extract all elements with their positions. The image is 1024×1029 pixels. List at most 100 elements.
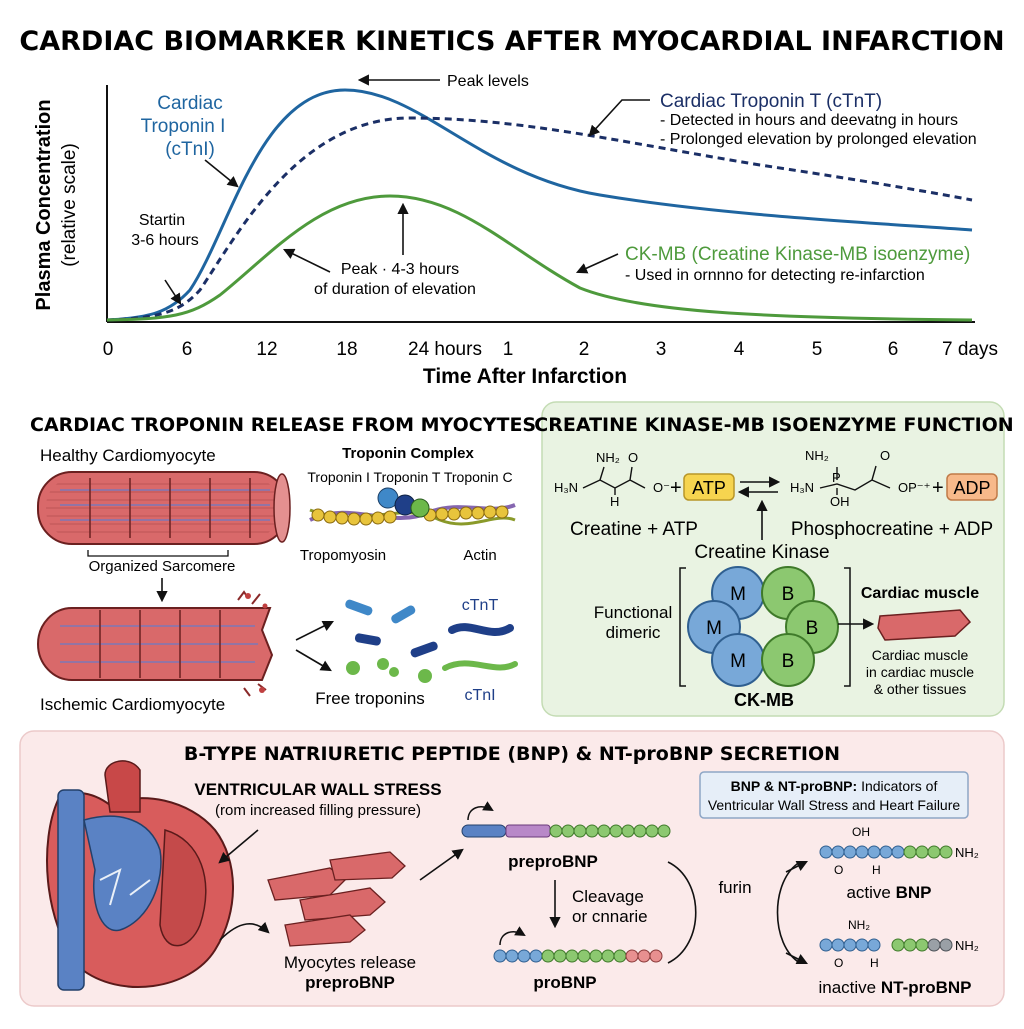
start-label-line: Startin (139, 212, 185, 229)
myocytes-preprobnp: preproBNP (305, 973, 395, 992)
m-subunit: M (730, 584, 746, 605)
chem-label: O⁻ (653, 480, 670, 495)
peak-duration-label: Peak · 4-3 hours (341, 261, 459, 278)
x-tick: 12 (256, 339, 277, 360)
ischemic-label: Ischemic Cardiomyocyte (40, 695, 225, 714)
active-bnp-label: active BNP (846, 883, 931, 902)
chem-label: O (880, 448, 890, 463)
functional-label: dimeric (606, 623, 661, 642)
reactants-label: Creatine + ATP (570, 519, 698, 540)
chem-label: OH (830, 494, 850, 509)
active-bnp-chain: OH O H NH₂ (819, 825, 979, 877)
x-tick: 24 hours (408, 339, 482, 360)
enzyme-label: Creatine Kinase (694, 542, 829, 563)
plus-sign: + (670, 477, 682, 499)
start-label-line: 3-6 hours (131, 232, 199, 249)
preprobnp-label: preproBNP (508, 852, 598, 871)
ctni-label-line: Cardiac (157, 93, 222, 114)
products-label: Phosphocreatine + ADP (791, 519, 993, 540)
atp-badge (683, 473, 735, 501)
x-tick-labels: 0 6 12 18 24 hours 1 2 3 4 5 6 7 days (103, 339, 998, 360)
inactive-arrow (785, 952, 809, 965)
atp-label: ATP (692, 478, 726, 498)
inactive-word: inactive (818, 978, 876, 997)
b-subunit: B (782, 651, 795, 672)
ischemic-cardiomyocyte (37, 590, 274, 697)
myocytes-label: Myocytes release (284, 953, 416, 972)
duration-arrow (282, 248, 331, 273)
free-troponins-label: Free troponins (315, 689, 425, 708)
b-subunit: B (782, 584, 795, 605)
chem-label: NH₂ (596, 450, 620, 465)
ctnt-arrow (588, 99, 650, 137)
healthy-label: Healthy Cardiomyocyte (40, 446, 216, 465)
chem-label: O (628, 450, 638, 465)
chem-label: O (834, 956, 843, 970)
y-axis-sublabel: (relative scale) (59, 143, 80, 267)
chem-label: NH₂ (955, 845, 979, 860)
cleavage-label: Cleavage (572, 887, 644, 906)
ctnt-title: Cardiac Troponin T (cTnT) (660, 91, 882, 112)
chem-label: H₃N (790, 480, 814, 495)
x-tick: 5 (812, 339, 823, 360)
functional-label: Functional (594, 603, 672, 622)
x-tick: 3 (656, 339, 667, 360)
actin-label: Actin (463, 547, 496, 564)
free-troponins (345, 599, 438, 683)
indicator-line1: BNP & NT-proBNP: Indicators of (731, 778, 938, 794)
x-axis-label: Time After Infarction (423, 365, 627, 388)
ctni-label-line: Troponin I (141, 116, 226, 137)
tropomyosin-label: Tropomyosin (300, 547, 386, 564)
chem-label: NH₂ (805, 448, 829, 463)
plus-sign: + (932, 477, 944, 499)
adp-badge (946, 473, 998, 501)
m-subunit: M (730, 651, 746, 672)
x-tick: 2 (579, 339, 590, 360)
myocyte-arrow (219, 921, 270, 941)
release-arrow (295, 649, 332, 672)
active-word: active (846, 883, 890, 902)
chem-label: OH (852, 825, 870, 839)
active-arrow (785, 860, 809, 873)
nt-probnp-label: inactive NT-proBNP (818, 978, 971, 997)
ctnt-note: - Prolonged elevation by prolonged eleva… (660, 131, 977, 148)
troponin-panel-title: CARDIAC TROPONIN RELEASE FROM MYOCYTES (30, 414, 536, 436)
myocyte-cluster (267, 851, 406, 947)
ctnt-molecule (448, 623, 514, 636)
ctni-small-label: cTnI (464, 687, 495, 704)
start-arrow (164, 279, 182, 305)
chem-label: OP⁻⁺ (898, 480, 931, 495)
chem-label: O (834, 863, 843, 877)
ctnt-curve (106, 116, 973, 322)
furin-bracket (667, 861, 697, 964)
cleavage-label: or cnnarie (572, 907, 648, 926)
bnp-panel-title: B-TYPE NATRIURETIC PEPTIDE (BNP) & NT-pr… (184, 743, 840, 765)
chem-label: NH₂ (955, 938, 979, 953)
indicator-rest: Indicators of (857, 778, 937, 794)
ckmb-title: CK-MB (Creatine Kinase-MB isoenzyme) (625, 244, 970, 265)
ctni-arrow (204, 159, 239, 188)
complex-subunits: Troponin I Troponin T Troponin C (307, 469, 512, 485)
tissue-note: Cardiac muscle (872, 647, 969, 663)
ctni-molecule (442, 660, 518, 671)
peak-duration-label: of duration of elevation (314, 281, 476, 298)
probnp-chain (493, 926, 663, 963)
heart-illustration (46, 760, 234, 991)
chem-label: H₃N (554, 480, 578, 495)
ctni-curve (106, 88, 973, 322)
x-tick: 7 days (942, 339, 998, 360)
indicator-bold: BNP & NT-proBNP: (731, 778, 858, 794)
ctni-label: Cardiac Troponin I (cTnI) (141, 93, 226, 160)
nt-probnp-word: NT-proBNP (881, 978, 972, 997)
preprobnp-chain (461, 801, 671, 838)
ckmb-panel: CREATINE KINASE-MB ISOENZYME FUNCTION NH… (534, 401, 1014, 717)
peak-levels-label: Peak levels (447, 73, 529, 90)
bnp-word: BNP (896, 883, 932, 902)
start-label: Startin 3-6 hours (131, 212, 199, 249)
y-axis-label: Plasma Concentration (33, 99, 55, 310)
x-tick: 4 (734, 339, 745, 360)
chem-label: H (870, 956, 879, 970)
x-tick: 6 (182, 339, 193, 360)
tissue-note: in cardiac muscle (866, 664, 974, 680)
